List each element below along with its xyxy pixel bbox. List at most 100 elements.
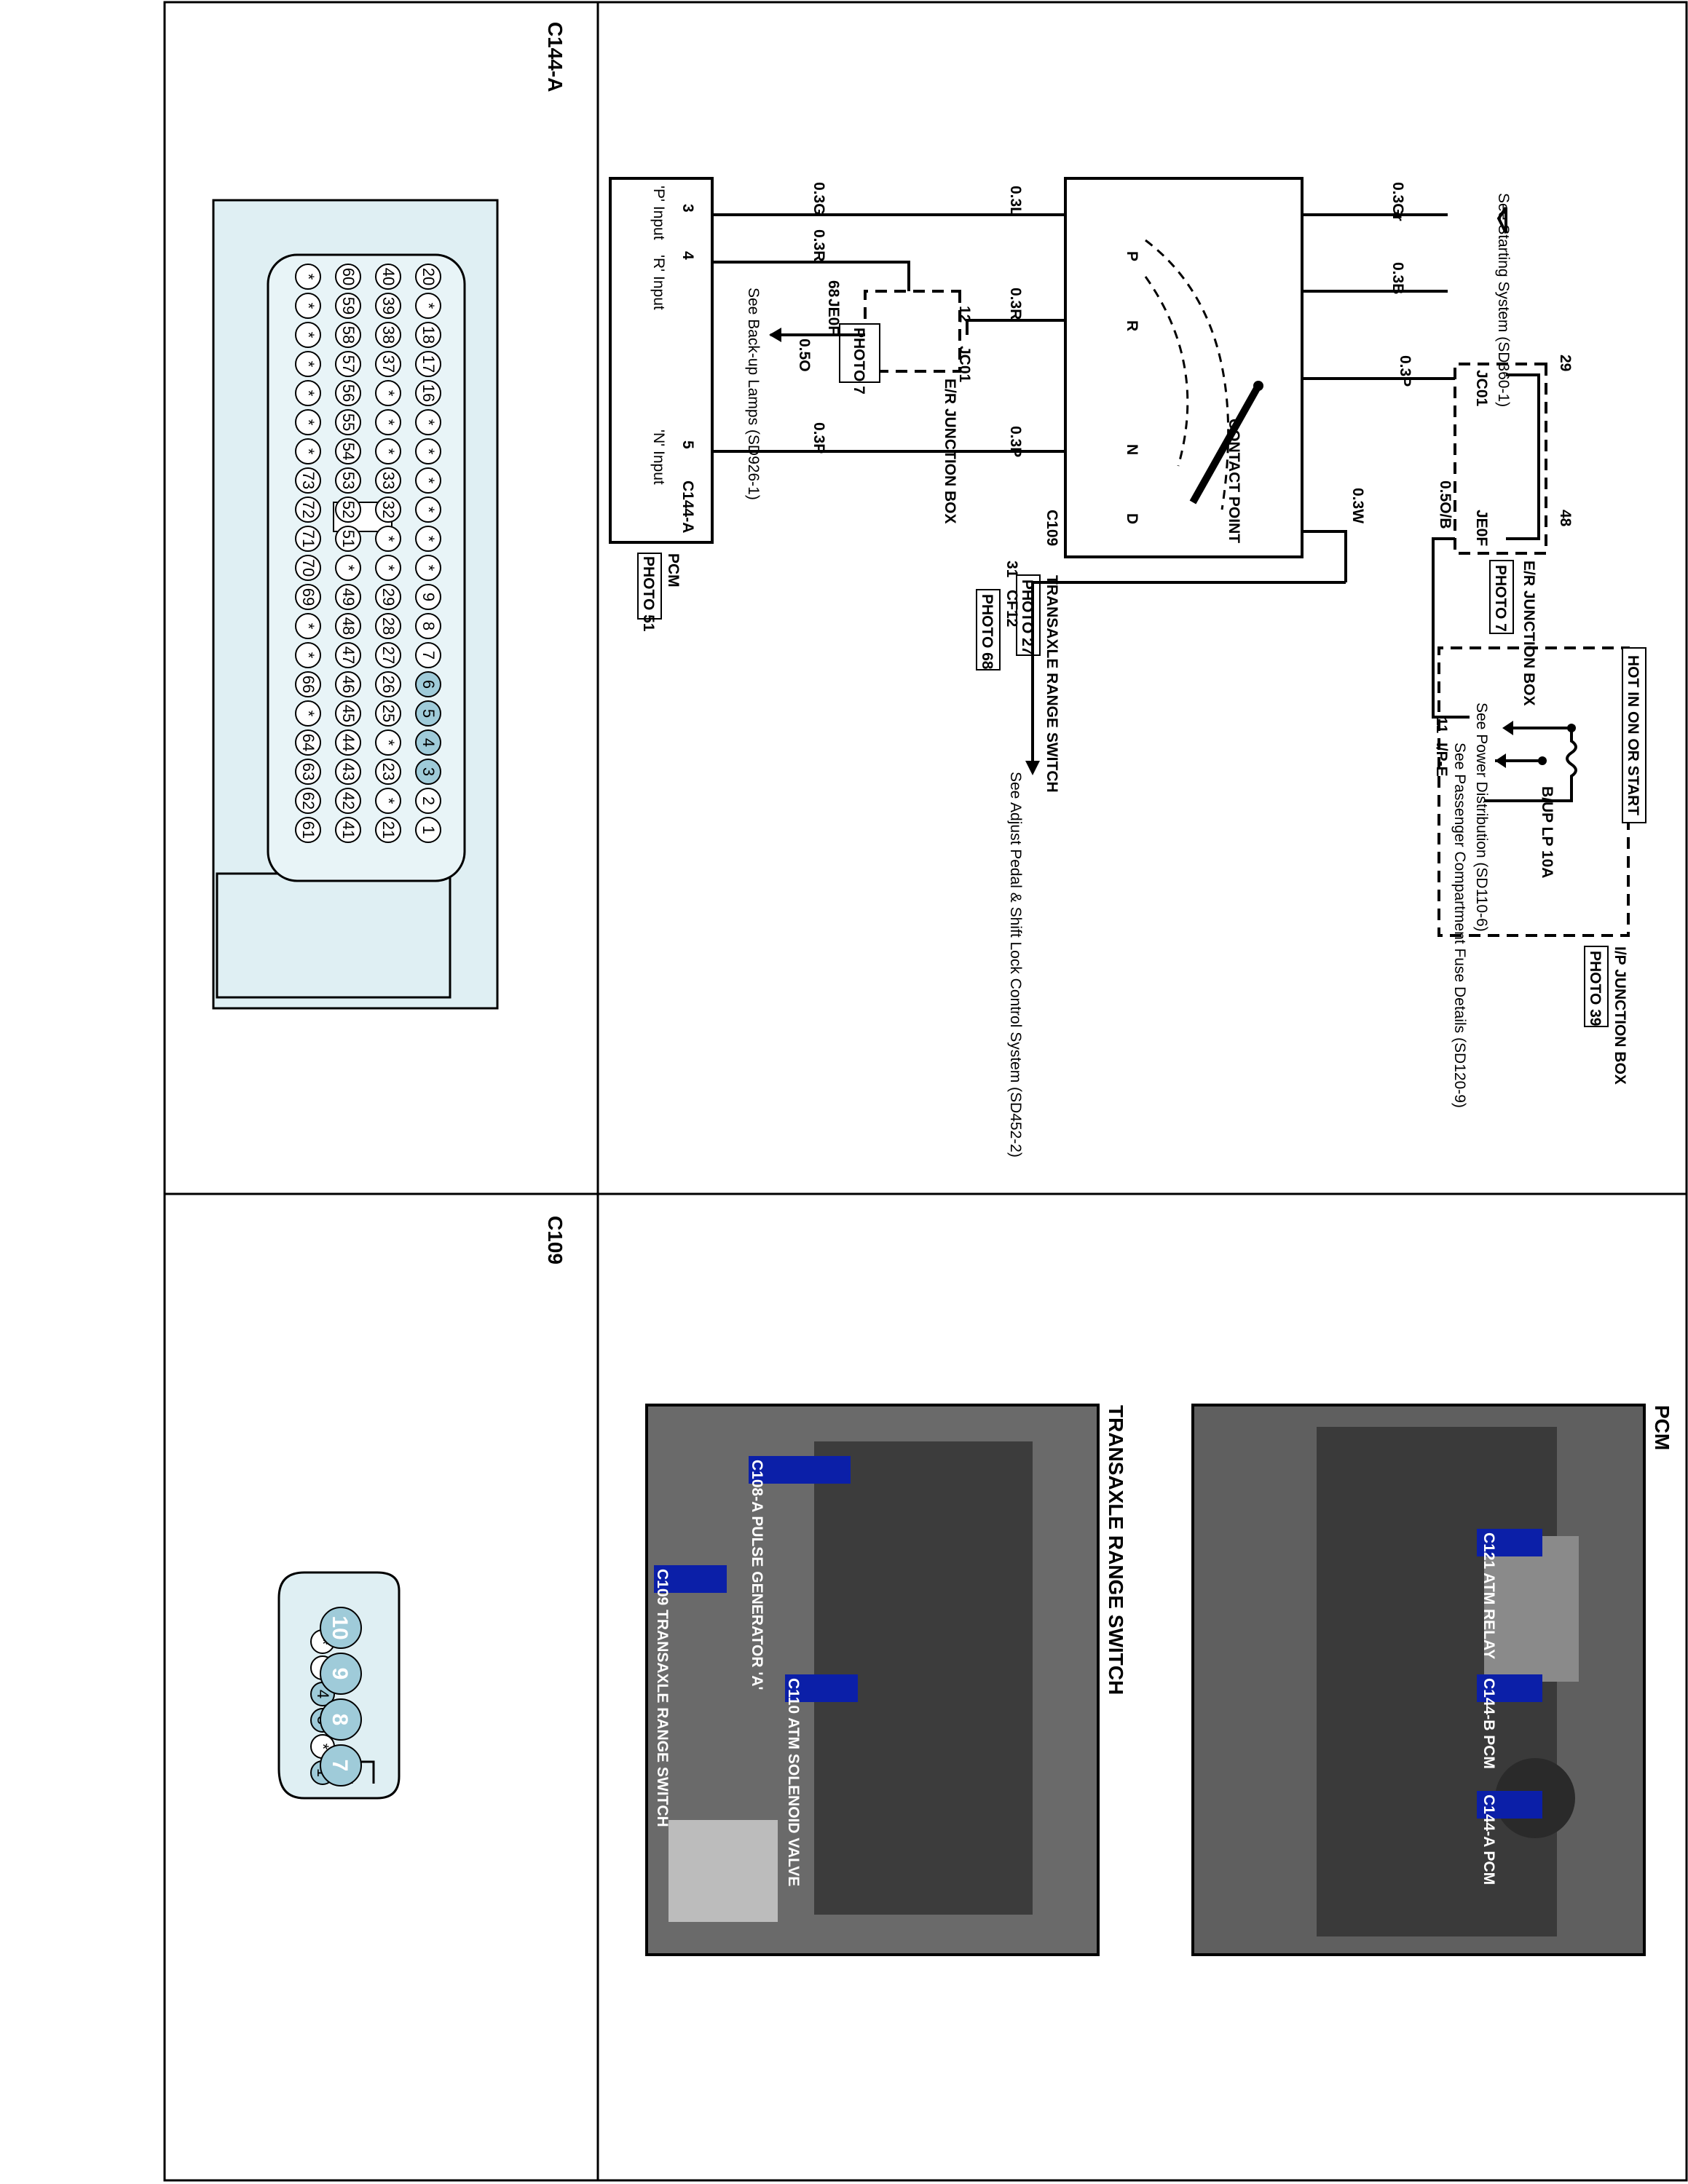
pcm-photo-title: PCM xyxy=(1651,1405,1673,1450)
tr-photo-title: TRANSAXLE RANGE SWITCH xyxy=(1105,1405,1127,1695)
c144a-pin-label: 41 xyxy=(339,821,358,839)
c144a-pin-label: 45 xyxy=(339,705,358,722)
ip-pin: 11 xyxy=(1433,717,1450,734)
c144a-pin-label: * xyxy=(339,565,358,571)
wire-w xyxy=(1302,530,1347,582)
c144a-pin xyxy=(415,729,441,756)
c144a-pin xyxy=(335,293,361,319)
c109-big-pin xyxy=(320,1698,362,1741)
pos-d: D xyxy=(1124,513,1140,524)
c144a-pin xyxy=(335,642,361,668)
c144a-pin xyxy=(295,496,321,523)
c144a-pin xyxy=(335,729,361,756)
c144a-pin-label: 66 xyxy=(299,676,318,693)
c144a-pin xyxy=(375,788,401,814)
contact-point xyxy=(1189,384,1262,505)
ip-ref-fuse: See Passenger Compartment Fuse Details (… xyxy=(1451,743,1468,1108)
c144a-pin-label: * xyxy=(419,303,438,309)
ip-fuse-label: B/UP LP 10A xyxy=(1539,786,1555,878)
c144a-pin xyxy=(295,729,321,756)
c144a-pin-label: * xyxy=(379,448,398,455)
c144a-pin xyxy=(295,351,321,377)
er-top-conn-l: JC01 xyxy=(1473,370,1490,407)
c144a-latch xyxy=(216,872,451,999)
c144a-pin-label: 64 xyxy=(299,734,318,751)
c144a-pin xyxy=(335,467,361,494)
c144a-pin xyxy=(375,729,401,756)
c144a-pin-label: 49 xyxy=(339,588,358,606)
c144a-pin-label: 21 xyxy=(379,821,398,839)
c144a-pin-label: 60 xyxy=(339,268,358,285)
er-top-loop xyxy=(1506,373,1540,540)
c144a-pin-label: * xyxy=(379,798,398,804)
pcm-box xyxy=(609,177,714,544)
c144a-pin-label: * xyxy=(299,652,318,659)
c144a-pin-label: 16 xyxy=(419,384,438,402)
c144a-pin xyxy=(415,671,441,697)
c144a-pin-label: 1 xyxy=(419,826,438,834)
contact-node xyxy=(1253,381,1263,391)
c144a-pin-label: 73 xyxy=(299,472,318,489)
er-low-pin-bot: 68 xyxy=(825,280,842,298)
c144a-pin xyxy=(375,467,401,494)
c144a-pin-label: * xyxy=(299,303,318,309)
c109-big-pin xyxy=(320,1653,362,1695)
tr-cap-2: C109 TRANSAXLE RANGE SWITCH xyxy=(654,1569,671,1827)
wire-w-label: 0.3W xyxy=(1349,488,1366,523)
wire-g-label: 0.3G xyxy=(811,182,827,215)
c144a-pin xyxy=(375,759,401,785)
c144a-pin xyxy=(295,700,321,727)
c144a-pin xyxy=(415,264,441,290)
c144a-pin xyxy=(295,438,321,464)
wire-p-mid-label: 0.3P xyxy=(1007,426,1024,457)
c144a-pin xyxy=(415,613,441,639)
pcm-in-p: 'P' Input xyxy=(650,186,667,240)
c144a-pin xyxy=(295,293,321,319)
c144a-pin xyxy=(375,496,401,523)
c144a-pin xyxy=(375,671,401,697)
c144a-pin-label: 25 xyxy=(379,705,398,722)
wire-r-mid xyxy=(966,319,1065,335)
c144a-pin xyxy=(375,322,401,348)
c144a-pin-label: 32 xyxy=(379,501,398,518)
c144a-pin xyxy=(375,817,401,843)
c144a-pin xyxy=(415,409,441,435)
c144a-pin xyxy=(375,613,401,639)
c109-pin-label: * xyxy=(314,1744,332,1750)
c109-big-pin xyxy=(320,1607,362,1649)
er-low-photo: PHOTO 7 xyxy=(851,328,867,395)
c144a-pin-label: 59 xyxy=(339,297,358,314)
c144a-pin xyxy=(375,526,401,552)
wire-ob xyxy=(1432,537,1470,719)
c144a-pins: 123456789******161718*2021*23*2526272829… xyxy=(295,264,441,843)
cf12-photo: PHOTO 68 xyxy=(979,594,995,670)
c144a-pin-label: 61 xyxy=(299,821,318,839)
contact-label: CONTACT POINT xyxy=(1226,419,1242,543)
pos-n: N xyxy=(1124,444,1140,455)
tr-cap-bg-2 xyxy=(654,1565,727,1593)
c144a-pin xyxy=(335,584,361,610)
hot-label-box xyxy=(1622,647,1646,823)
c109-big-pin xyxy=(320,1744,362,1787)
pcm-pin-p: 3 xyxy=(679,204,696,213)
c144a-pin-label: 55 xyxy=(339,414,358,431)
c109-big-pin-label: 9 xyxy=(328,1668,352,1680)
ip-arrow-2 xyxy=(1502,721,1513,735)
c144a-pin-label: 7 xyxy=(419,651,438,660)
c144a-pin xyxy=(335,264,361,290)
c144a-pin xyxy=(415,759,441,785)
wire-cf12 xyxy=(1031,581,1346,772)
wire-o-label: 0.5O xyxy=(796,339,813,372)
tr-photo-panel: TRANSAXLE RANGE SWITCH C108-A PULSE GENE… xyxy=(645,1404,1127,1956)
c144a-pin xyxy=(375,264,401,290)
er-top-name: E/R JUNCTION BOX xyxy=(1521,561,1537,706)
c144a-pin-label: 69 xyxy=(299,588,318,606)
c144a-pin-label: * xyxy=(379,536,398,542)
pcm-in-n: 'N' Input xyxy=(650,430,667,485)
pcm-cap-bg-1 xyxy=(1477,1529,1542,1556)
c144a-pin xyxy=(295,380,321,406)
c144a-pin-label: 33 xyxy=(379,472,398,489)
c144a-pin xyxy=(375,700,401,727)
c144a-pin xyxy=(295,671,321,697)
